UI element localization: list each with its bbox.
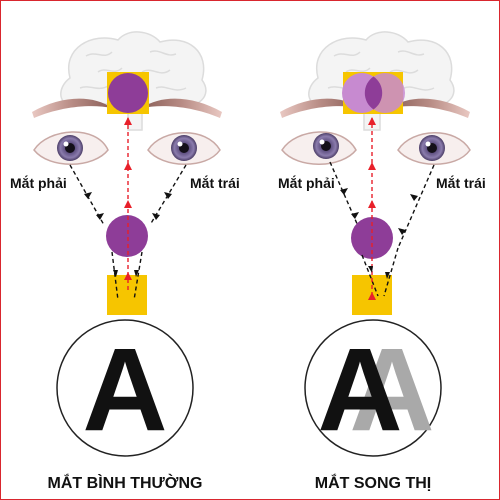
brain-perceived-object xyxy=(108,73,148,113)
right-panel: Mắt phải Mắt trái A A MẮT SONG THỊ xyxy=(278,31,486,492)
eyebrow-icon xyxy=(142,98,222,118)
brain-icon xyxy=(60,31,207,131)
object-circle xyxy=(106,215,148,257)
eyebrow-icon xyxy=(390,98,470,118)
eye-icon xyxy=(33,131,109,165)
eye-icon xyxy=(397,132,471,165)
left-eye-label: Mắt trái xyxy=(190,174,240,191)
right-eye-label: Mắt phải xyxy=(10,174,67,191)
caption-double-vision: MẮT SONG THỊ xyxy=(315,473,431,492)
right-eye-label: Mắt phải xyxy=(278,174,335,191)
left-panel: Mắt phải Mắt trái A MẮT BÌNH THƯỜNG xyxy=(10,31,240,492)
retina-image-square xyxy=(107,275,147,315)
eyebrow-icon xyxy=(32,98,112,118)
letter-circle xyxy=(56,319,194,457)
ghost-letter-a: A xyxy=(349,324,434,456)
arrow-icon xyxy=(340,117,418,300)
letter-a: A xyxy=(82,324,167,456)
eyebrow-icon xyxy=(280,98,360,118)
letter-circle xyxy=(304,319,442,457)
arrow-icon xyxy=(84,117,172,280)
left-eye-label: Mắt trái xyxy=(436,174,486,191)
eye-icon xyxy=(281,131,357,165)
double-image-overlap xyxy=(364,76,383,110)
eye-icon xyxy=(147,132,221,165)
caption-normal: MẮT BÌNH THƯỜNG xyxy=(48,473,203,492)
letter-a: A xyxy=(317,324,402,456)
